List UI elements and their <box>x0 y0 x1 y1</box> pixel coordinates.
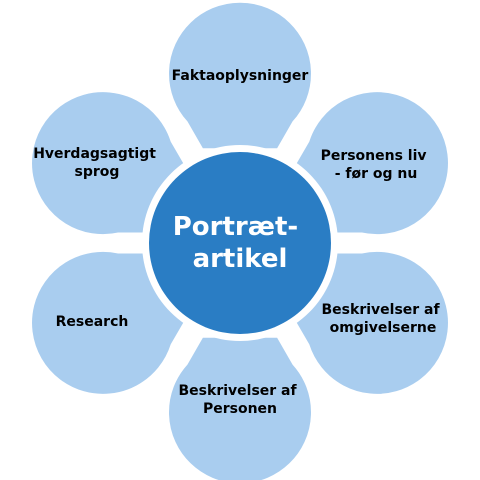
petal-label-faktaoplysninger: Faktaoplysninger <box>172 68 309 84</box>
center-label: Portræt- artikel <box>173 212 308 274</box>
petal-beskrivelser-personen: Beskrivelser af Personen <box>167 335 313 480</box>
petal-shape-beskrivelser-personen <box>167 335 313 480</box>
petal-beskrivelser-omgivelserne: Beskrivelser af omgivelserne <box>291 249 450 396</box>
petal-shape-hverdagsagtigt-sprog <box>30 90 189 237</box>
petal-hverdagsagtigt-sprog: Hverdagsagtigt sprog <box>30 90 189 237</box>
petal-shape-faktaoplysninger <box>167 0 313 151</box>
petal-shape-beskrivelser-omgivelserne <box>291 249 450 396</box>
petal-label-hverdagsagtigt-sprog: Hverdagsagtigt sprog <box>33 146 161 180</box>
petal-label-beskrivelser-omgivelserne: Beskrivelser af omgivelserne <box>322 302 445 336</box>
petal-personens-liv: Personens liv - før og nu <box>291 90 450 237</box>
petal-shape-personens-liv <box>291 90 450 237</box>
center-node: Portræt- artikel <box>142 145 338 341</box>
petal-faktaoplysninger: Faktaoplysninger <box>167 0 313 151</box>
center-label-line2: artikel <box>193 244 288 274</box>
center-label-line1: Portræt- <box>173 212 298 242</box>
petal-label-research: Research <box>56 314 129 330</box>
center-circle <box>149 152 331 334</box>
petal-research: Research <box>30 249 189 396</box>
petal-label-beskrivelser-personen: Beskrivelser af Personen <box>179 383 302 417</box>
petal-shape-research <box>30 249 189 396</box>
petal-label-personens-liv: Personens liv - før og nu <box>321 148 432 182</box>
